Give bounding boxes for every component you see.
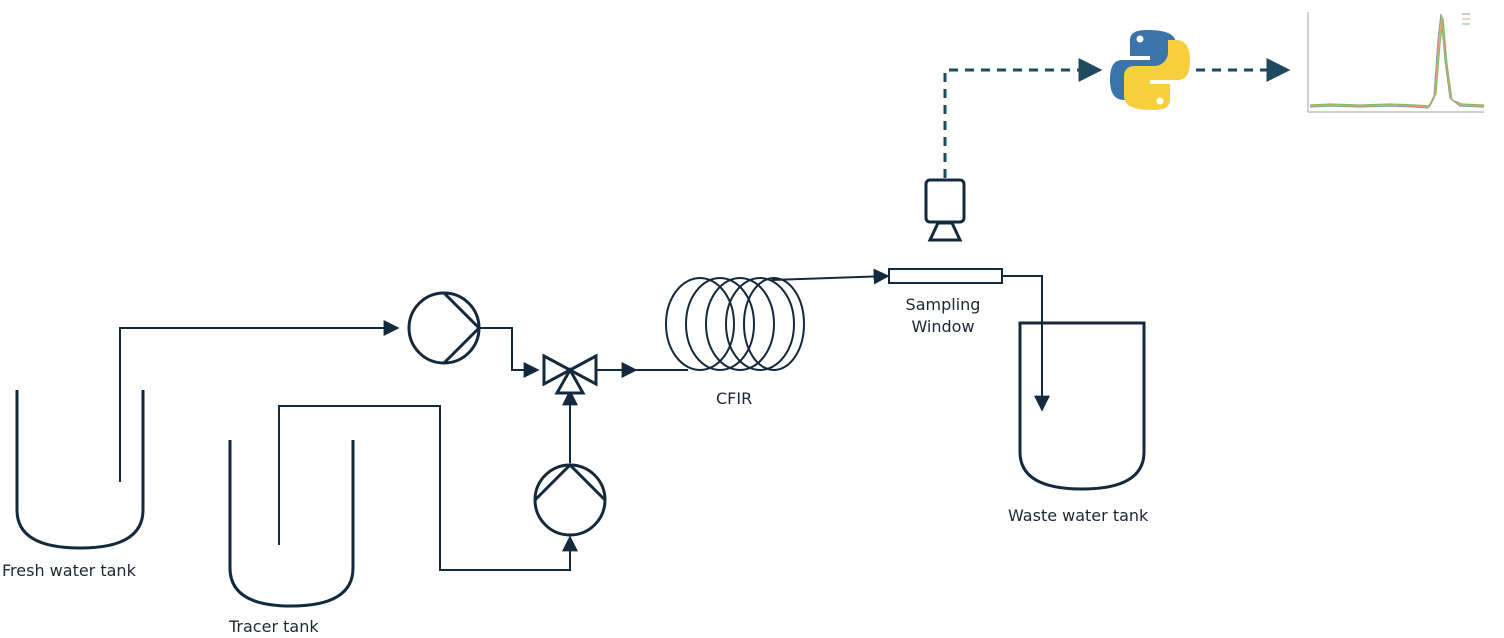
- tracer-tank-label: Tracer tank: [229, 617, 319, 636]
- coil-reactor-icon: [665, 277, 805, 371]
- fresh-water-line: [119, 320, 400, 482]
- window-to-waste-line: [1002, 275, 1050, 412]
- waste-water-tank: [1018, 321, 1146, 491]
- sampling-window-label-line1: Sampling: [905, 295, 981, 314]
- waste-water-tank-label: Waste water tank: [1008, 506, 1149, 525]
- sampling-window: [888, 268, 1003, 284]
- pump1-to-valve-line: [480, 327, 540, 378]
- fresh-water-tank: [15, 390, 145, 550]
- chart-thumbnail-icon: [1307, 12, 1485, 113]
- sampling-window-label-line2: Window: [911, 317, 975, 336]
- python-logo-icon: [1110, 30, 1190, 110]
- three-way-valve-icon: [542, 353, 598, 395]
- tracer-line: [278, 405, 578, 571]
- coil-to-window-line: [771, 268, 890, 285]
- cfir-label: CFIR: [716, 389, 753, 408]
- tracer-tank: [228, 440, 355, 608]
- camera-icon: [924, 178, 966, 242]
- camera-to-python-link: [943, 58, 1103, 178]
- pump-icon: [407, 291, 482, 365]
- sampling-window-label: Sampling Window: [893, 294, 993, 338]
- fresh-water-tank-label: Fresh water tank: [2, 561, 136, 580]
- pump-icon: [533, 462, 607, 537]
